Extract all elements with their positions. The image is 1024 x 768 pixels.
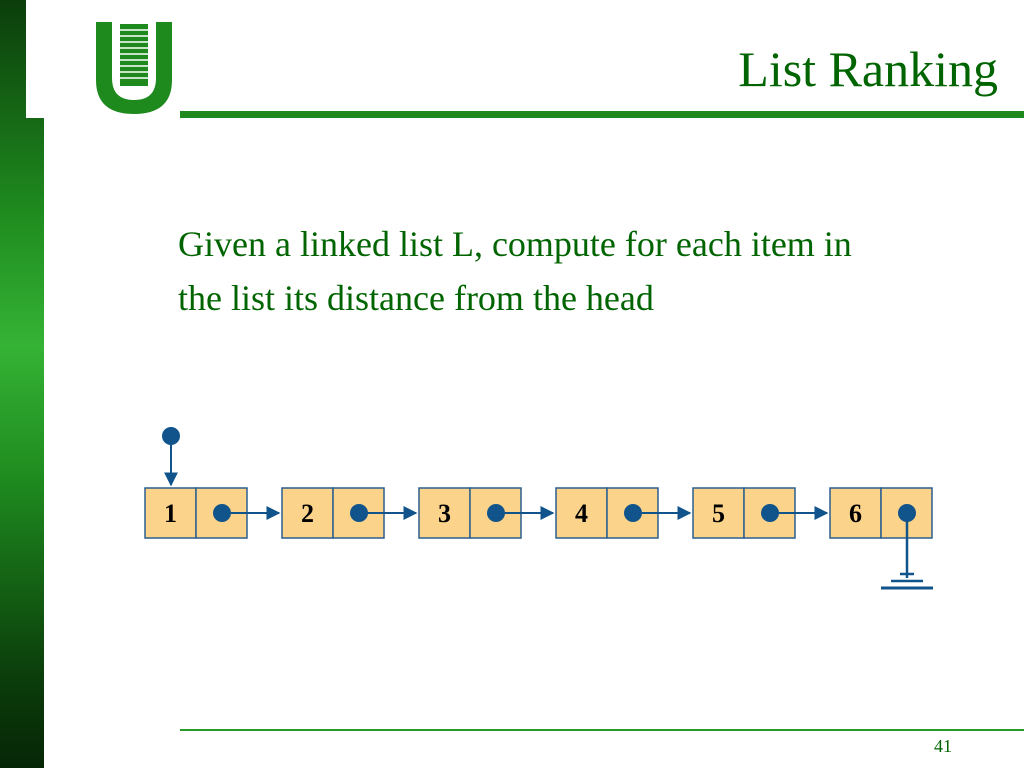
list-node-label: 5 (712, 499, 725, 528)
list-node-value-cell (281, 487, 334, 539)
slide-body-text: Given a linked list L, compute for each … (178, 224, 852, 318)
list-node-label: 3 (438, 499, 451, 528)
list-node-label: 1 (164, 499, 177, 528)
list-node-value-cell (692, 487, 745, 539)
university-u-logo-icon (96, 22, 172, 114)
page-number: 41 (934, 736, 952, 756)
pointer-dot (898, 504, 916, 522)
list-node-label: 2 (301, 499, 314, 528)
pointer-dot (350, 504, 368, 522)
title-divider (180, 111, 1024, 118)
list-node-label: 4 (575, 499, 588, 528)
pointer-dot (761, 504, 779, 522)
list-node-value-cell (418, 487, 471, 539)
slide-title: List Ranking (738, 41, 998, 97)
pointer-dot (213, 504, 231, 522)
pointer-dot (487, 504, 505, 522)
list-node-label: 6 (849, 499, 862, 528)
pointer-dot (624, 504, 642, 522)
list-node-value-cell (144, 487, 197, 539)
list-node-value-cell (829, 487, 882, 539)
footer-divider (180, 729, 1024, 731)
left-decorative-band (0, 0, 44, 768)
logo-panel (26, 0, 180, 118)
head-pointer-dot (162, 427, 180, 445)
